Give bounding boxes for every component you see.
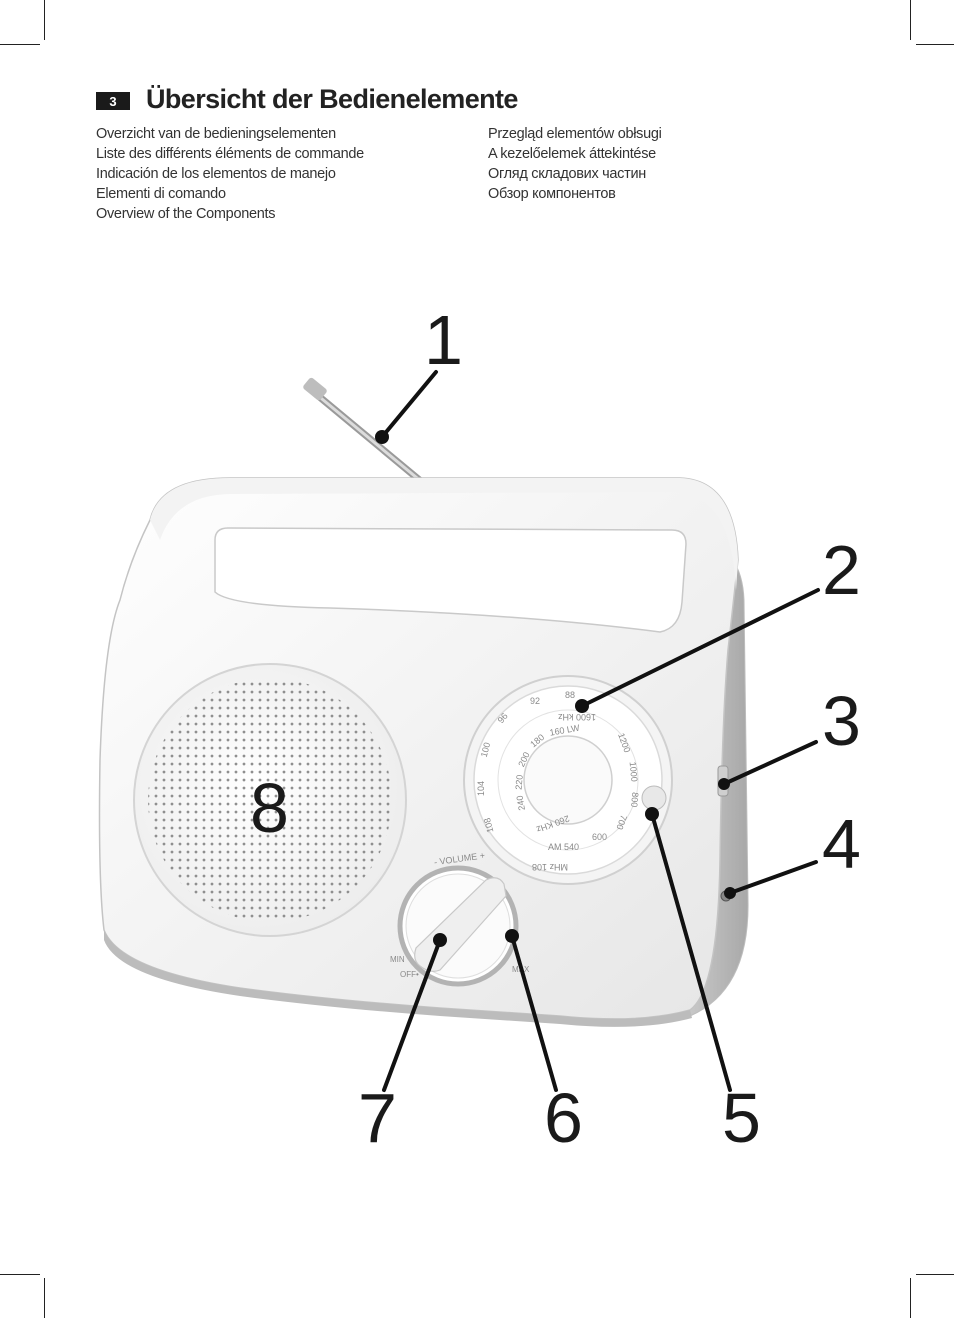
callout-number-5: 5 xyxy=(722,1079,761,1157)
dial-label: 104 xyxy=(476,781,486,796)
crop-mark xyxy=(916,44,954,45)
callout-number-1: 1 xyxy=(424,301,463,379)
section-number-badge: 3 xyxy=(96,92,130,110)
language-line: Обзор компонентов xyxy=(488,186,616,202)
dial-label: 108 xyxy=(482,817,496,834)
dial-label: 700 xyxy=(614,814,629,832)
volume-knob[interactable] xyxy=(397,865,519,987)
language-line: Overview of the Components xyxy=(96,206,276,222)
dial-label: MHz 108 xyxy=(532,862,568,872)
language-line: Overzicht van de bedieningselementen xyxy=(96,126,336,142)
language-line: Elementi di comando xyxy=(96,186,226,202)
dial-label: 240 xyxy=(515,795,527,812)
handle-opening xyxy=(214,527,687,633)
callout-dots xyxy=(375,430,736,947)
dial-label: 100 xyxy=(479,741,493,758)
crop-mark xyxy=(910,1278,911,1318)
crop-mark xyxy=(0,1274,40,1275)
callout-number-8: 8 xyxy=(250,769,289,847)
speaker-grille xyxy=(133,663,407,937)
crop-mark xyxy=(44,1278,45,1318)
crop-mark xyxy=(0,44,40,45)
language-line: Przegląd elementów obłsugi xyxy=(488,126,662,142)
tuning-knob[interactable] xyxy=(641,785,667,811)
crop-mark xyxy=(44,0,45,40)
language-line: Liste des différents éléments de command… xyxy=(96,146,364,162)
callout-number-7: 7 xyxy=(358,1079,397,1157)
callout-number-6: 6 xyxy=(544,1079,583,1157)
volume-min-label: MIN xyxy=(390,955,405,964)
crop-mark xyxy=(910,0,911,40)
volume-off-label: OFF• xyxy=(400,970,419,979)
callout-number-3: 3 xyxy=(822,682,861,760)
language-list-left: Overzicht van de bedieningselementen Lis… xyxy=(96,124,364,224)
tuning-dial: 88 92 96 100 104 108 MHz 108 1600 kHz 12… xyxy=(463,675,673,885)
language-line: Indicación de los elementos de manejo xyxy=(96,166,336,182)
crop-mark xyxy=(916,1274,954,1275)
callout-number-2: 2 xyxy=(822,531,861,609)
radio-base xyxy=(104,930,692,1027)
callout-lines xyxy=(380,370,820,1092)
dial-label: 1600 kHz xyxy=(557,712,596,722)
dial-label: 220 xyxy=(514,774,525,790)
dial-label: 92 xyxy=(530,696,540,706)
callout-number-4: 4 xyxy=(822,805,861,883)
dial-label: 1000 xyxy=(628,761,640,782)
language-line: Огляд складових частин xyxy=(488,166,646,182)
dial-label: AM 540 xyxy=(548,842,579,852)
language-line: A kezelőelemek áttekintése xyxy=(488,146,656,162)
dial-label: 96 xyxy=(496,711,510,725)
dial-label: 88 xyxy=(565,690,575,700)
page-title: Übersicht der Bedienelemente xyxy=(146,84,518,114)
language-list-right: Przegląd elementów obłsugi A kezelőeleme… xyxy=(488,124,662,204)
dial-label: 800 xyxy=(629,792,640,808)
dial-label: 600 xyxy=(592,832,607,842)
